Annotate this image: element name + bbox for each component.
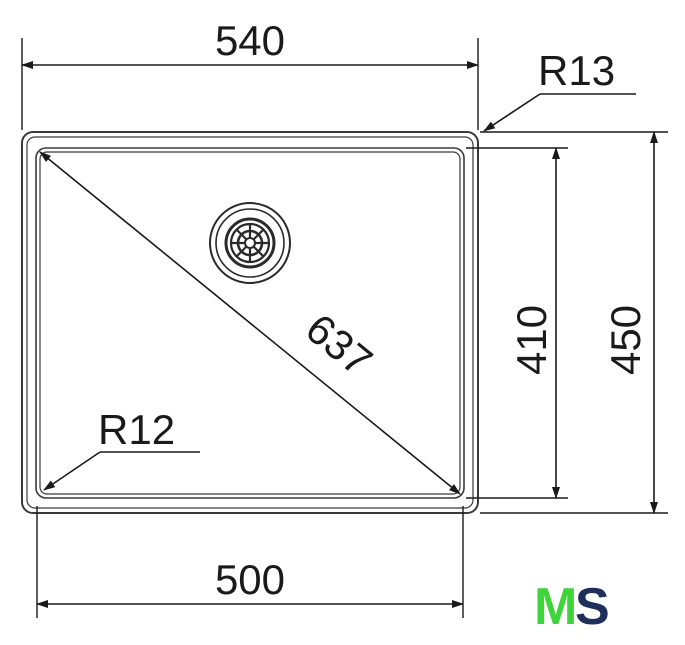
ms-logo: M S: [534, 578, 610, 636]
dimension-inner-radius: R12: [43, 406, 200, 491]
inner-width-label: 500: [215, 556, 285, 603]
dimension-inner-width: 500: [36, 506, 464, 618]
dimension-inner-height: 410: [466, 147, 568, 499]
inner-height-label: 410: [508, 305, 555, 375]
logo-letter-s: S: [575, 578, 610, 636]
logo-letter-m: M: [534, 578, 577, 636]
outer-height-label: 450: [602, 305, 649, 375]
inner-radius-label: R12: [98, 406, 175, 453]
outer-radius-label: R13: [538, 47, 615, 94]
drain-icon: [209, 202, 291, 284]
dimension-outer-radius: R13: [483, 47, 636, 132]
sink-outer-rim: [21, 131, 479, 514]
inner-diagonal-label: 637: [297, 304, 381, 385]
outer-width-label: 540: [215, 17, 285, 64]
dimension-outer-height: 450: [480, 131, 668, 514]
dimension-outer-width: 540: [21, 17, 479, 130]
